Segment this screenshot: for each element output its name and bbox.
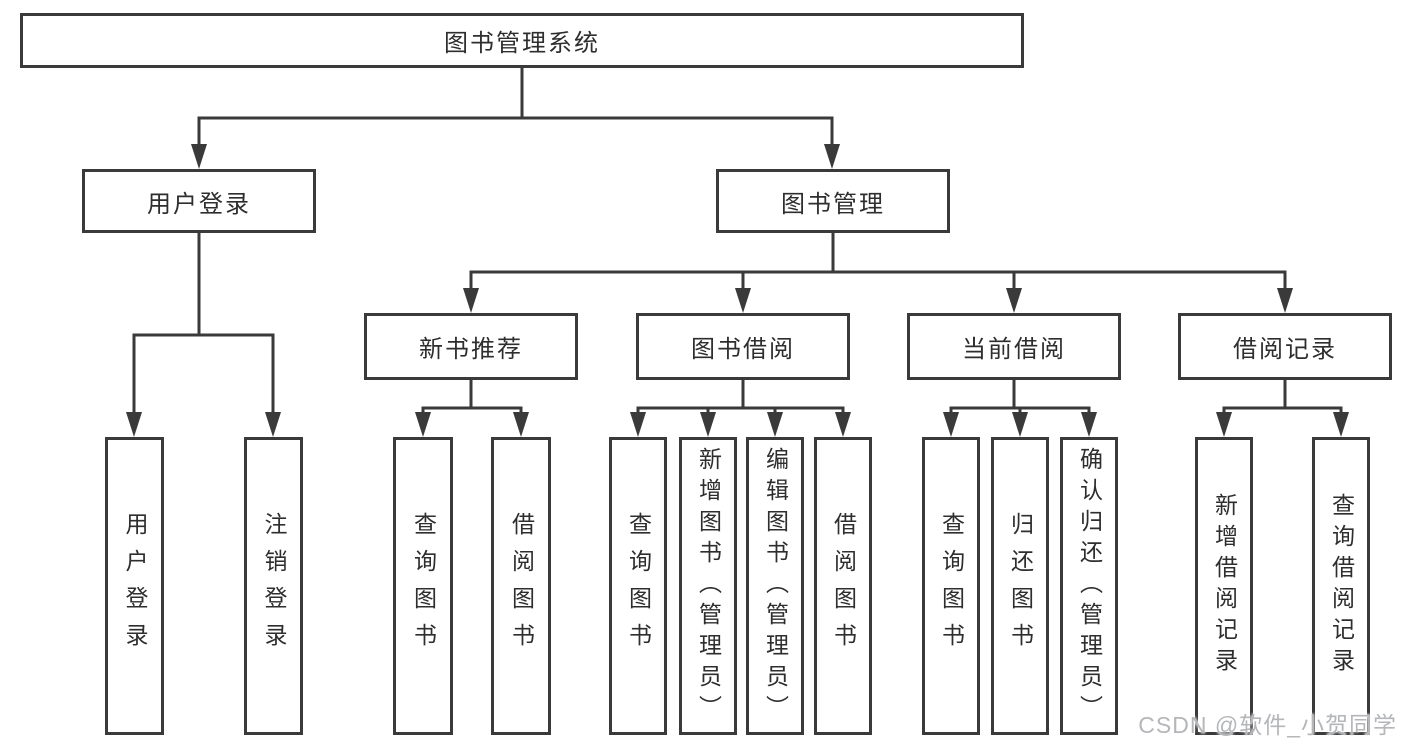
connector-login-children: [126, 233, 281, 437]
leaf-borrow-query-book-label: 查询图书: [625, 512, 652, 660]
leaf-return-book: 归还图书: [991, 437, 1049, 735]
leaf-add-borrow-record-label: 新增借阅记录: [1211, 493, 1238, 679]
arrow-down-icon: [1006, 288, 1022, 313]
connector-group2-children: [630, 379, 851, 437]
connector-management-to-groups: [463, 233, 1293, 313]
leaf-confirm-return-admin-label: 确认归还（管理员）: [1076, 446, 1103, 726]
arrow-down-icon: [265, 412, 281, 437]
arrow-down-icon: [700, 412, 716, 437]
node-root-label: 图书管理系统: [444, 30, 600, 57]
connector-group4-children: [1216, 379, 1349, 437]
arrow-down-icon: [943, 412, 959, 437]
leaf-add-borrow-record: 新增借阅记录: [1195, 437, 1253, 735]
connector-group3-children: [943, 379, 1097, 437]
leaf-edit-book-admin-label: 编辑图书（管理员）: [762, 446, 789, 726]
leaf-return-book-label: 归还图书: [1007, 512, 1034, 660]
node-current-borrow-label: 当前借阅: [962, 336, 1066, 363]
leaf-current-query-book: 查询图书: [922, 437, 980, 735]
leaf-logout: 注销登录: [244, 437, 303, 735]
arrow-down-icon: [463, 288, 479, 313]
leaf-recommend-query-book: 查询图书: [393, 437, 453, 735]
leaf-recommend-query-book-label: 查询图书: [410, 512, 437, 660]
arrow-down-icon: [1081, 412, 1097, 437]
node-user-login: 用户登录: [82, 169, 316, 233]
leaf-recommend-borrow-book: 借阅图书: [491, 437, 551, 735]
leaf-add-book-admin-label: 新增图书（管理员）: [695, 446, 722, 726]
connector-group1-children: [415, 379, 529, 437]
node-new-book-recommend: 新书推荐: [364, 313, 578, 380]
arrow-down-icon: [513, 412, 529, 437]
node-book-management: 图书管理: [716, 169, 950, 233]
arrow-down-icon: [1216, 412, 1232, 437]
csdn-watermark: CSDN @软件_小贺同学: [1138, 712, 1397, 738]
node-new-book-recommend-label: 新书推荐: [419, 336, 523, 363]
node-book-borrow: 图书借阅: [636, 313, 850, 380]
node-borrow-record: 借阅记录: [1178, 313, 1392, 380]
arrow-down-icon: [735, 288, 751, 313]
arrow-down-icon: [824, 144, 840, 169]
leaf-borrow-query-book: 查询图书: [609, 437, 667, 735]
leaf-user-login: 用户登录: [105, 437, 164, 735]
node-root: 图书管理系统: [20, 13, 1024, 68]
node-book-management-label: 图书管理: [781, 190, 885, 218]
leaf-recommend-borrow-book-label: 借阅图书: [508, 512, 535, 660]
arrow-down-icon: [630, 412, 646, 437]
arrow-down-icon: [1012, 412, 1028, 437]
node-current-borrow: 当前借阅: [907, 313, 1121, 380]
leaf-current-query-book-label: 查询图书: [938, 512, 965, 660]
leaf-logout-label: 注销登录: [261, 512, 287, 660]
leaf-confirm-return-admin: 确认归还（管理员）: [1060, 437, 1118, 735]
leaf-user-login-label: 用户登录: [122, 512, 148, 660]
arrow-down-icon: [835, 412, 851, 437]
leaf-query-borrow-record: 查询借阅记录: [1312, 437, 1370, 735]
leaf-add-book-admin: 新增图书（管理员）: [679, 437, 737, 735]
arrow-down-icon: [1277, 288, 1293, 313]
node-book-borrow-label: 图书借阅: [691, 336, 795, 363]
arrow-down-icon: [191, 144, 207, 169]
arrow-down-icon: [1333, 412, 1349, 437]
leaf-borrow-book-label: 借阅图书: [830, 512, 857, 660]
node-borrow-record-label: 借阅记录: [1233, 336, 1337, 363]
connector-root-to-level2: [191, 68, 840, 169]
arrow-down-icon: [126, 412, 142, 437]
leaf-edit-book-admin: 编辑图书（管理员）: [746, 437, 804, 735]
arrow-down-icon: [767, 412, 783, 437]
node-user-login-label: 用户登录: [147, 190, 251, 218]
arrow-down-icon: [415, 412, 431, 437]
leaf-borrow-book: 借阅图书: [814, 437, 872, 735]
leaf-query-borrow-record-label: 查询借阅记录: [1328, 493, 1355, 679]
